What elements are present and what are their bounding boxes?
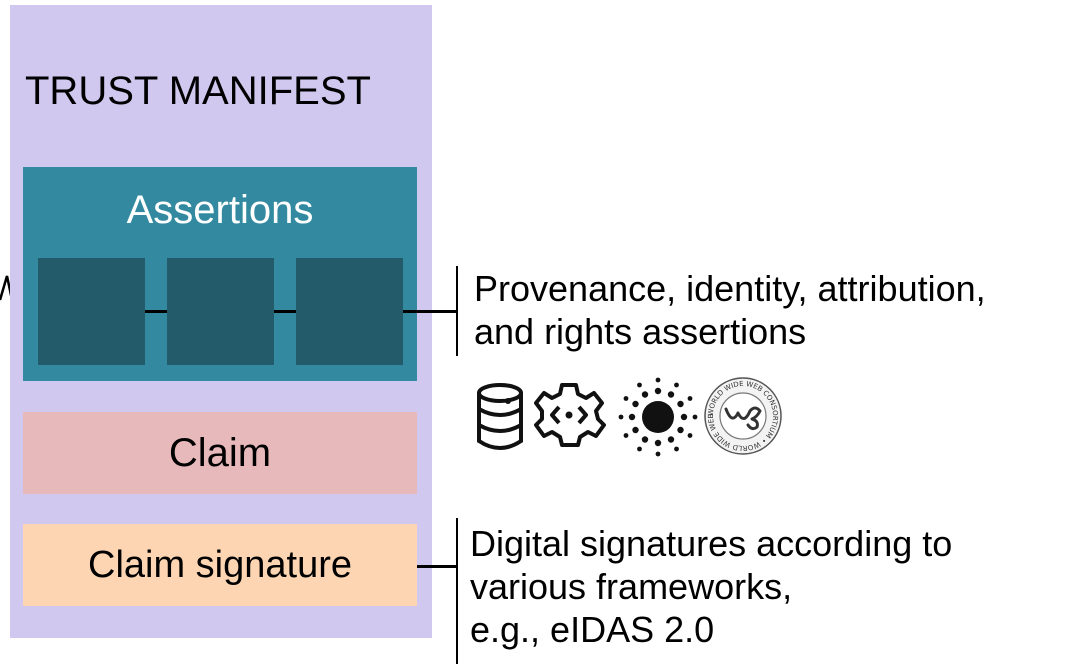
w3c-seal-icon: WORLD WIDE WEB CONSORTIUM • WORLD WIDE W…	[702, 375, 782, 455]
assertion-block	[38, 258, 145, 365]
manifest-title: TRUST MANIFEST	[25, 69, 371, 113]
signature-description-line: Digital signatures according to	[470, 523, 953, 564]
claim-signature-label: Claim signature	[88, 543, 352, 586]
gear-code-icon	[534, 383, 606, 447]
assertions-description: Provenance, identity, attribution, and r…	[474, 267, 986, 353]
connector-line	[145, 310, 167, 313]
assertions-description-line: Provenance, identity, attribution,	[474, 268, 986, 309]
signature-bracket	[456, 518, 458, 664]
claim-box: Claim	[23, 412, 417, 494]
assertion-block	[296, 258, 403, 365]
assertions-bracket	[456, 266, 458, 356]
icon-row: WORLD WIDE WEB CONSORTIUM • WORLD WIDE W…	[474, 375, 784, 457]
assertion-block	[167, 258, 274, 365]
claim-label: Claim	[168, 430, 272, 475]
signature-description-line: various frameworks,	[470, 566, 793, 607]
claim-signature-box: Claim signature	[23, 524, 417, 606]
dotted-sun-icon	[618, 377, 698, 457]
connector-line	[274, 310, 296, 313]
assertions-connector	[403, 310, 458, 313]
signature-description-line: e.g., eIDAS 2.0	[470, 609, 715, 650]
assertions-description-line: and rights assertions	[474, 311, 807, 352]
signature-description: Digital signatures according to various …	[470, 522, 952, 651]
database-icon	[477, 383, 523, 450]
signature-connector	[417, 565, 458, 568]
assertions-title: Assertions	[126, 188, 314, 232]
